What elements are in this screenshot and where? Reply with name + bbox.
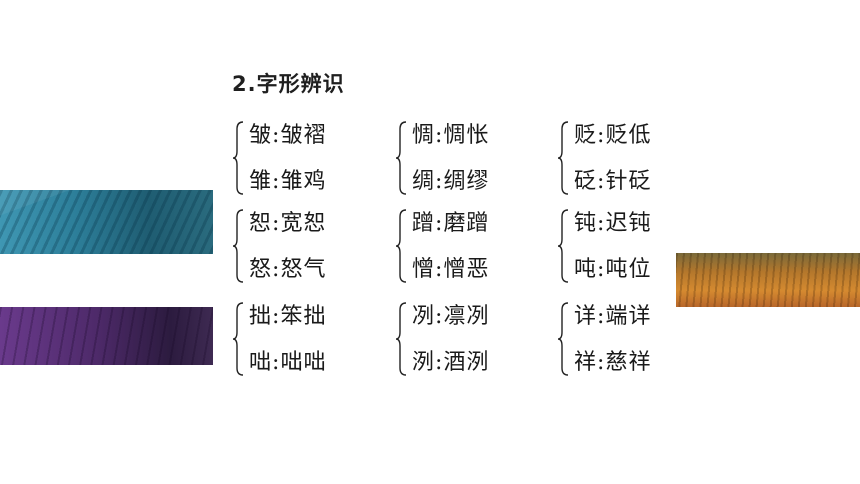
separator: : xyxy=(435,304,444,329)
pair-row: 蹭:磨蹭 xyxy=(412,205,489,237)
example-word: 皱褶 xyxy=(280,123,327,148)
example-word: 雏鸡 xyxy=(280,169,327,194)
example-word: 绸缪 xyxy=(443,169,490,194)
pair-row: 皱:皱褶 xyxy=(249,117,326,149)
example-word: 笨拙 xyxy=(280,304,327,329)
char-pair-group: 钝:迟钝 吨:吨位 xyxy=(557,205,702,285)
example-word: 怒气 xyxy=(280,257,327,282)
character: 拙 xyxy=(249,304,273,329)
character: 皱 xyxy=(249,123,273,148)
example-word: 凛冽 xyxy=(443,304,490,329)
brace-icon xyxy=(395,121,407,195)
example-word: 吨位 xyxy=(605,257,652,282)
brace-icon xyxy=(232,121,244,195)
decorative-purple-photo-strip xyxy=(0,307,213,365)
separator: : xyxy=(272,350,281,375)
example-word: 憎恶 xyxy=(443,257,490,282)
separator: : xyxy=(435,257,444,282)
separator: : xyxy=(435,350,444,375)
pair-row: 怒:怒气 xyxy=(249,251,326,283)
brace-icon xyxy=(557,121,569,195)
pair-row: 洌:酒洌 xyxy=(412,344,489,376)
pair-row: 祥:慈祥 xyxy=(574,344,651,376)
section-heading: 2.字形辨识 xyxy=(232,72,345,96)
character: 绸 xyxy=(412,169,436,194)
content-panel: 2.字形辨识 皱:皱褶 雏:雏鸡 恕:宽恕 怒:怒气 拙:笨拙 咄:咄咄 惆:惆… xyxy=(220,60,675,390)
character: 恕 xyxy=(249,211,273,236)
pair-row: 雏:雏鸡 xyxy=(249,163,326,195)
separator: : xyxy=(435,169,444,194)
character: 吨 xyxy=(574,257,598,282)
separator: : xyxy=(272,123,281,148)
character: 惆 xyxy=(412,123,436,148)
character: 蹭 xyxy=(412,211,436,236)
separator: : xyxy=(597,257,606,282)
pair-row: 详:端详 xyxy=(574,298,651,330)
character: 咄 xyxy=(249,350,273,375)
separator: : xyxy=(272,169,281,194)
pair-row: 冽:凛冽 xyxy=(412,298,489,330)
character: 钝 xyxy=(574,211,598,236)
pair-row: 绸:绸缪 xyxy=(412,163,489,195)
character: 砭 xyxy=(574,169,598,194)
char-pair-group: 惆:惆怅 绸:绸缪 xyxy=(395,117,540,197)
pair-row: 钝:迟钝 xyxy=(574,205,651,237)
char-pair-group: 恕:宽恕 怒:怒气 xyxy=(232,205,377,285)
example-word: 针砭 xyxy=(605,169,652,194)
decorative-orange-photo-strip xyxy=(676,253,860,307)
pair-row: 拙:笨拙 xyxy=(249,298,326,330)
example-word: 宽恕 xyxy=(280,211,327,236)
character: 洌 xyxy=(412,350,436,375)
separator: : xyxy=(597,304,606,329)
char-pair-group: 贬:贬低 砭:针砭 xyxy=(557,117,702,197)
example-word: 慈祥 xyxy=(605,350,652,375)
separator: : xyxy=(597,211,606,236)
pair-row: 吨:吨位 xyxy=(574,251,651,283)
character: 怒 xyxy=(249,257,273,282)
pair-row: 咄:咄咄 xyxy=(249,344,326,376)
example-word: 咄咄 xyxy=(280,350,327,375)
separator: : xyxy=(597,123,606,148)
separator: : xyxy=(597,169,606,194)
pair-row: 惆:惆怅 xyxy=(412,117,489,149)
character: 憎 xyxy=(412,257,436,282)
decorative-teal-photo-strip xyxy=(0,190,213,254)
char-pair-group: 拙:笨拙 咄:咄咄 xyxy=(232,298,377,378)
brace-icon xyxy=(395,302,407,376)
pair-row: 恕:宽恕 xyxy=(249,205,326,237)
character: 详 xyxy=(574,304,598,329)
example-word: 惆怅 xyxy=(443,123,490,148)
separator: : xyxy=(435,123,444,148)
char-pair-group: 冽:凛冽 洌:酒洌 xyxy=(395,298,540,378)
pair-row: 砭:针砭 xyxy=(574,163,651,195)
brace-icon xyxy=(557,209,569,283)
separator: : xyxy=(597,350,606,375)
brace-icon xyxy=(557,302,569,376)
brace-icon xyxy=(232,209,244,283)
brace-icon xyxy=(395,209,407,283)
example-word: 酒洌 xyxy=(443,350,490,375)
character: 贬 xyxy=(574,123,598,148)
char-pair-group: 详:端详 祥:慈祥 xyxy=(557,298,702,378)
pair-row: 贬:贬低 xyxy=(574,117,651,149)
example-word: 磨蹭 xyxy=(443,211,490,236)
character: 冽 xyxy=(412,304,436,329)
separator: : xyxy=(435,211,444,236)
example-word: 迟钝 xyxy=(605,211,652,236)
char-pair-group: 蹭:磨蹭 憎:憎恶 xyxy=(395,205,540,285)
separator: : xyxy=(272,304,281,329)
separator: : xyxy=(272,211,281,236)
character: 雏 xyxy=(249,169,273,194)
character: 祥 xyxy=(574,350,598,375)
separator: : xyxy=(272,257,281,282)
char-pair-group: 皱:皱褶 雏:雏鸡 xyxy=(232,117,377,197)
example-word: 端详 xyxy=(605,304,652,329)
brace-icon xyxy=(232,302,244,376)
pair-row: 憎:憎恶 xyxy=(412,251,489,283)
example-word: 贬低 xyxy=(605,123,652,148)
